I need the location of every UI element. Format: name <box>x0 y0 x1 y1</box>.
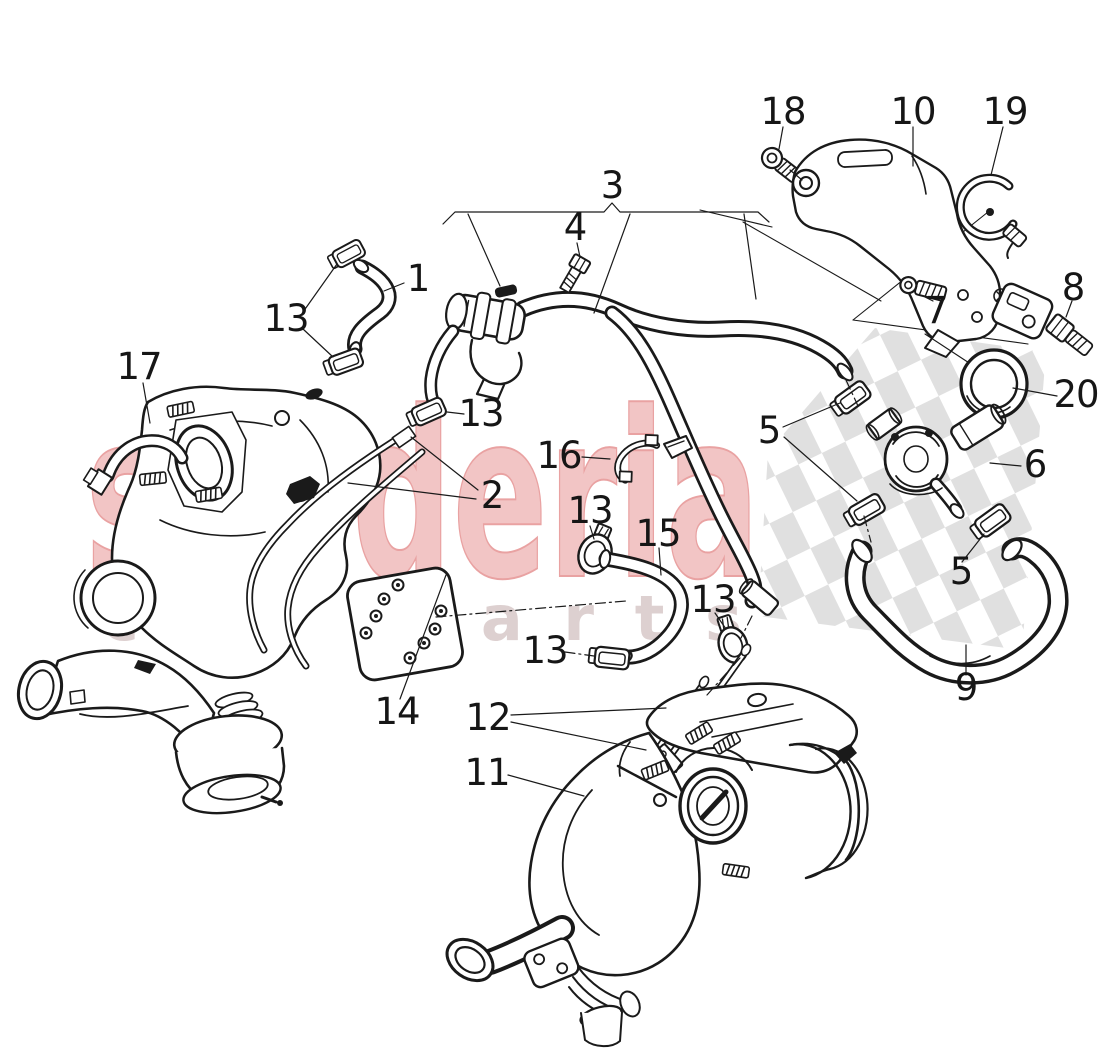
assembly-axis-lines <box>435 379 872 696</box>
valve-6-group-drawing <box>827 333 1069 685</box>
hose-1-drawing <box>321 237 397 380</box>
connecting-pipes-drawing <box>246 425 426 670</box>
turbocharger-left-drawing <box>16 385 426 815</box>
heat-shield-14-drawing <box>346 566 464 682</box>
clamp-19-drawing <box>955 173 1028 259</box>
hose-9-drawing <box>844 537 1069 685</box>
bolt-7-drawing <box>899 275 948 302</box>
bolt-4-drawing <box>559 253 592 294</box>
turbocharger-11-drawing <box>445 682 869 1048</box>
middle-clamps-group-drawing <box>577 434 749 671</box>
leader-lines <box>142 126 1073 797</box>
wastegate-actuator-drawing <box>172 691 286 815</box>
clamp-16-drawing <box>614 434 661 484</box>
hose-assembly-3-drawing <box>403 253 854 616</box>
clamp-13-drawing <box>586 644 632 671</box>
bracket-10-group-drawing <box>699 138 1094 358</box>
hose-17-drawing <box>82 434 189 496</box>
bolt-8-drawing <box>1045 313 1094 356</box>
